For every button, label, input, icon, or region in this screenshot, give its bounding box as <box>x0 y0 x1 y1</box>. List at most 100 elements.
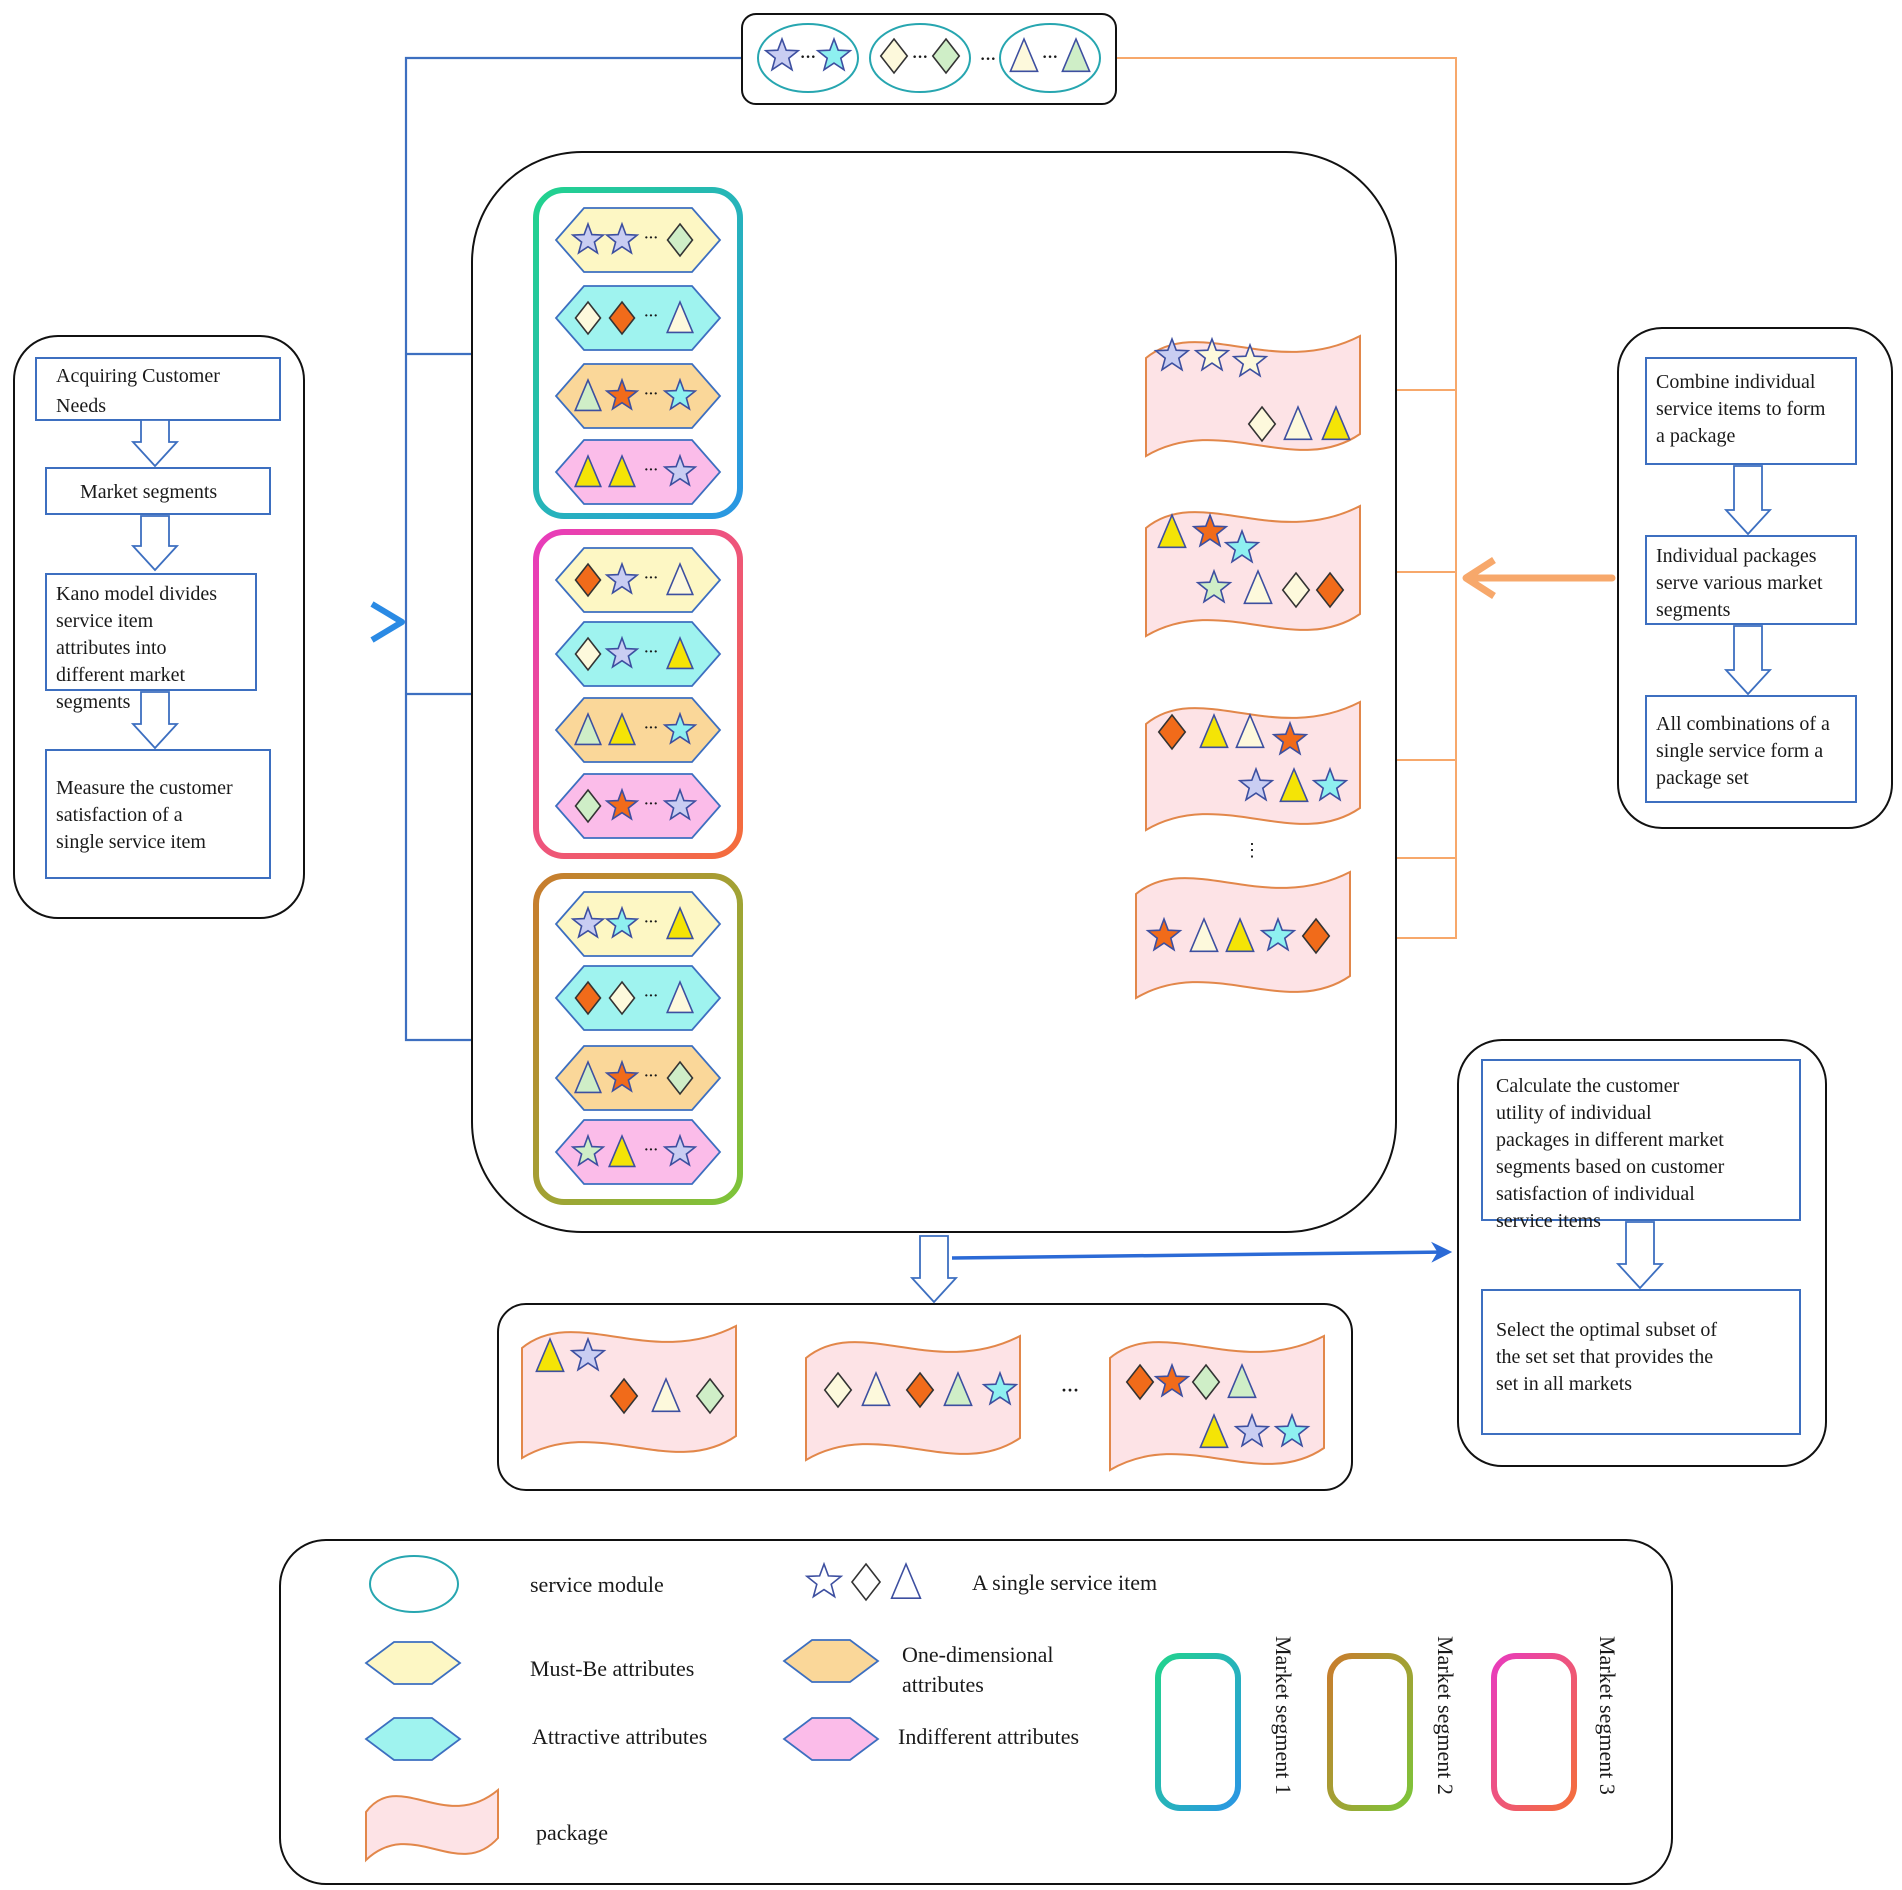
step-kano-box <box>45 573 257 691</box>
triangle-icon <box>607 453 637 488</box>
legend-segment-3-frame <box>1491 1653 1577 1811</box>
ellipsis: ··· <box>644 387 658 402</box>
triangle-icon <box>1235 712 1265 749</box>
legend-indifferent-hexagon <box>782 1717 880 1761</box>
attribute-hexagon <box>554 363 722 429</box>
star-icon <box>604 1059 640 1093</box>
triangle-icon <box>1199 1412 1229 1449</box>
ellipsis: ··· <box>644 231 658 246</box>
star-icon <box>1145 916 1183 952</box>
triangle-icon <box>890 1561 922 1599</box>
diamond-icon <box>1301 917 1331 955</box>
star-icon <box>1153 336 1191 372</box>
triangle-icon <box>573 711 603 746</box>
ellipsis: ··· <box>644 1069 658 1084</box>
vertical-ellipsis: ⋮ <box>1243 840 1261 860</box>
diamond-icon <box>608 980 636 1016</box>
star-icon <box>662 787 698 821</box>
legend-package-flag <box>365 1787 499 1863</box>
ellipsis: ··· <box>644 645 658 660</box>
triangle-icon <box>1321 404 1351 441</box>
down-arrow-icon <box>909 1235 959 1304</box>
triangle-icon <box>665 635 695 670</box>
step-combinations-box <box>1645 695 1857 803</box>
triangle-icon <box>1157 512 1187 549</box>
ellipsis: ··· <box>1042 49 1058 66</box>
market-segment-3-frame <box>533 529 743 859</box>
ellipsis: ··· <box>644 989 658 1004</box>
triangle-icon <box>1199 712 1229 749</box>
ellipsis: ··· <box>644 309 658 324</box>
triangle-icon <box>1225 916 1255 953</box>
attribute-hexagon <box>554 285 722 351</box>
attribute-hexagon <box>554 773 722 839</box>
star-icon <box>1259 916 1297 952</box>
star-icon <box>763 36 801 72</box>
diamond-icon <box>666 1060 694 1096</box>
diamond-icon <box>695 1377 725 1415</box>
flow-arrow <box>951 1241 1453 1263</box>
star-icon <box>1231 342 1269 378</box>
shapes <box>535 36 1351 1602</box>
diamond-icon <box>574 788 602 824</box>
star-icon <box>815 36 853 72</box>
ellipsis: ··· <box>644 571 658 586</box>
ellipsis: ··· <box>644 721 658 736</box>
triangle-icon <box>1283 404 1313 441</box>
down-arrow-icon <box>130 515 180 572</box>
ellipsis: ··· <box>644 797 658 812</box>
diamond-icon <box>905 1371 935 1409</box>
diamond-icon <box>1247 405 1277 443</box>
ellipsis: ··· <box>980 51 996 68</box>
triangle-icon <box>1279 766 1309 803</box>
ellipsis: ··· <box>644 915 658 930</box>
star-icon <box>1223 528 1261 564</box>
legend-container <box>279 1539 1673 1885</box>
step-measure-box <box>45 749 271 879</box>
star-icon <box>570 221 606 255</box>
star-icon <box>1237 766 1275 802</box>
attribute-hexagon <box>554 891 722 957</box>
triangle-icon <box>1243 568 1273 605</box>
diamond-icon <box>879 37 909 75</box>
flow-arrow-head-icon <box>370 601 405 643</box>
legend-must-be-hexagon <box>364 1641 462 1685</box>
legend-segment-2-frame <box>1327 1653 1413 1811</box>
diamond-icon <box>608 300 636 336</box>
star-icon <box>1191 512 1229 548</box>
star-icon <box>570 1133 606 1167</box>
star-icon <box>804 1561 844 1599</box>
legend-segment-1-frame <box>1155 1653 1241 1811</box>
star-icon <box>981 1370 1019 1406</box>
diamond-icon <box>1191 1363 1221 1401</box>
legend-package-text: package <box>536 1820 608 1845</box>
legend-segment-3-text: Market segment 3 <box>1595 1636 1620 1795</box>
diamond-icon <box>609 1377 639 1415</box>
package-to-flow-line <box>1116 57 1457 939</box>
diamond-icon <box>574 980 602 1016</box>
star-icon <box>569 1336 607 1372</box>
triangle-icon <box>1061 36 1091 73</box>
triangle-icon <box>573 1059 603 1094</box>
star-icon <box>1193 336 1231 372</box>
boxes <box>13 13 1893 1885</box>
star-icon <box>604 787 640 821</box>
ellipsis: ··· <box>644 463 658 478</box>
diamond-icon <box>574 636 602 672</box>
step-market-segments-text: Market segments <box>80 481 217 503</box>
star-icon <box>604 221 640 255</box>
triangle-icon <box>1227 1362 1257 1399</box>
legend-attractive-hexagon <box>364 1717 462 1761</box>
diamond-icon <box>574 300 602 336</box>
triangle-icon <box>665 561 695 596</box>
legend-service-module-ellipse <box>369 1555 459 1613</box>
triangle-icon <box>607 711 637 746</box>
star-icon <box>604 905 640 939</box>
triangle-icon <box>665 905 695 940</box>
